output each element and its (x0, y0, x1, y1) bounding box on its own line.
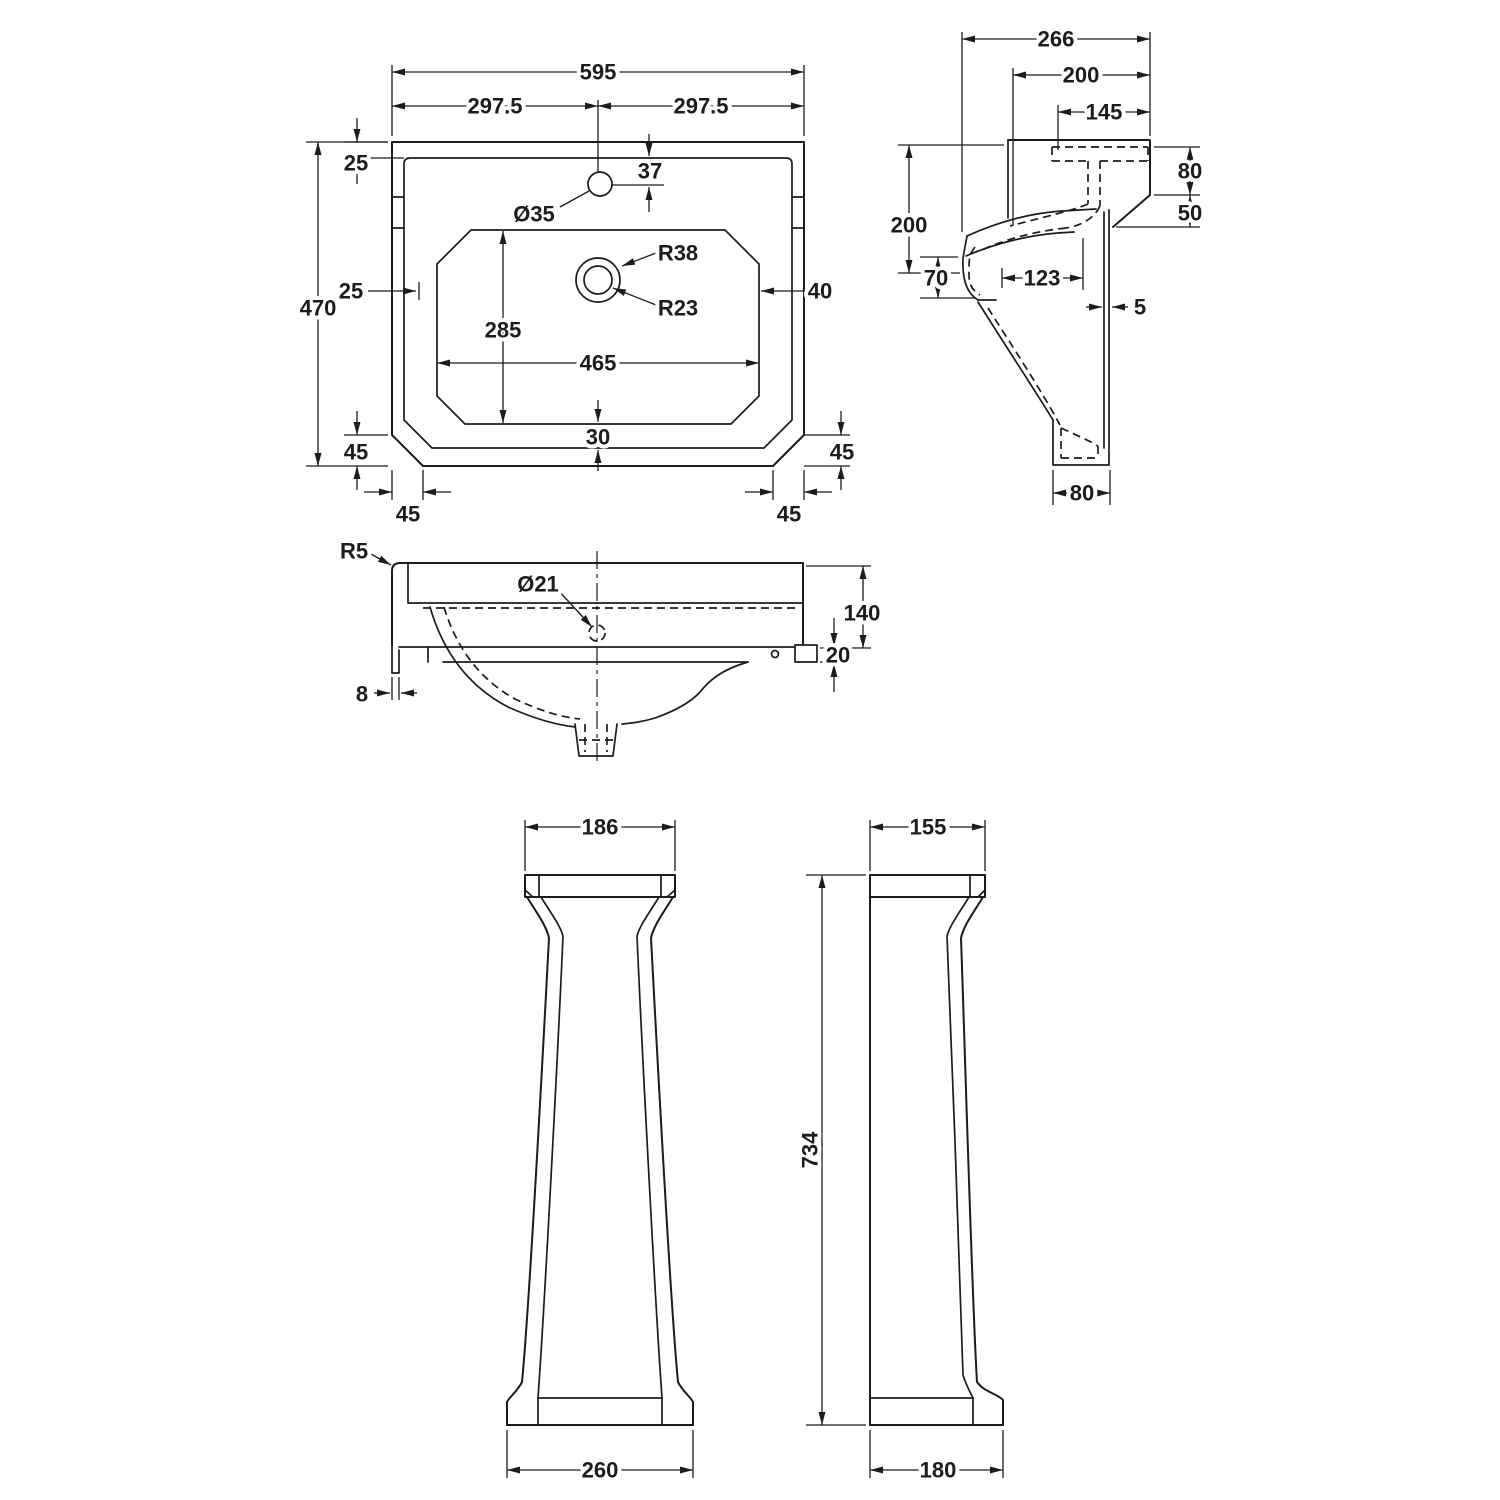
dim-depth-to-front: 200 (1063, 63, 1100, 88)
side-lip-hidden (968, 246, 981, 296)
basin-front-section-view: R5 Ø21 140 20 8 (336, 535, 884, 764)
dim-overall-width: 595 (580, 60, 617, 85)
basin-side-section-view: 266 200 145 80 50 200 70 123 5 (887, 23, 1207, 510)
overflow-hole (588, 624, 606, 642)
pedestal-front-view: 186 260 (506, 811, 694, 1487)
plan-outer-outline (391, 141, 805, 467)
side-bowl-curve (977, 301, 1054, 421)
dim-ledge-right: 40 (808, 279, 832, 304)
plan-bowl-outline (436, 229, 760, 425)
fixing-hole (770, 649, 780, 659)
side-deck-hidden (981, 146, 1149, 251)
dim-chamfer-right-width: 45 (777, 502, 801, 527)
dim-rim-top: 25 (344, 151, 368, 176)
dim-side-overall-depth: 266 (1038, 27, 1075, 52)
dim-wall-gap: 5 (1134, 295, 1146, 320)
pedestal-side-view: 155 734 180 (794, 811, 1004, 1487)
dim-front-height: 200 (891, 213, 928, 238)
front-bowl-cut (429, 606, 576, 728)
dim-pedestal-side-base-width: 180 (920, 1458, 957, 1483)
dim-pedestal-top-width: 186 (582, 815, 619, 840)
pedestal-front-right-profile (650, 896, 694, 1426)
dim-lip-height: 70 (924, 266, 948, 291)
side-back-wall (1103, 209, 1110, 466)
dim-taphole-offset: 37 (638, 159, 662, 184)
dim-overall-depth: 470 (300, 296, 337, 321)
pedestal-side-cap (869, 874, 986, 898)
dim-foot-width: 80 (1070, 481, 1094, 506)
dim-half-width-left: 297.5 (467, 94, 522, 119)
side-deck-slope (965, 208, 1097, 257)
waste-outer-circle (575, 257, 621, 303)
pedestal-front-left-profile (506, 896, 550, 1426)
dim-chamfer-right-height: 45 (830, 440, 854, 465)
side-top-and-back (1007, 139, 1151, 228)
label-corner-radius: R5 (340, 539, 368, 564)
dim-apron-height: 140 (844, 601, 881, 626)
front-skirt (391, 644, 400, 674)
label-waste-outer: R38 (658, 241, 698, 266)
label-waste-inner: R23 (658, 296, 698, 321)
dim-pedestal-height: 734 (798, 1131, 823, 1168)
plan-rim-ticks (391, 196, 805, 229)
dim-bowl-bottom-gap: 30 (586, 425, 610, 450)
tap-hole (587, 171, 613, 197)
front-drain (574, 723, 618, 757)
dim-ledge-left: 25 (339, 279, 363, 304)
label-overflow-diameter: Ø21 (517, 572, 559, 597)
pedestal-side-right-profile (960, 896, 1004, 1426)
dim-pedestal-base-width: 260 (582, 1458, 619, 1483)
front-outer-outline (391, 562, 804, 646)
dim-chamfer-left-width: 45 (396, 502, 420, 527)
dim-half-width-right: 297.5 (673, 94, 728, 119)
label-taphole-diameter: Ø35 (513, 202, 555, 227)
basin-plan-view: 595 297.5 297.5 25 470 37 Ø35 R38 R23 25 (296, 56, 859, 531)
front-bowl-hidden (443, 606, 581, 720)
dim-lip-depth: 123 (1024, 266, 1061, 291)
dim-bowl-depth: 285 (485, 318, 522, 343)
front-right-foot (794, 644, 818, 663)
dim-skirt-thickness: 8 (356, 682, 368, 707)
waste-inner-circle (583, 265, 613, 295)
pedestal-front-cap (524, 874, 676, 898)
dim-bowl-width: 465 (580, 351, 617, 376)
dim-chamfer-left-height: 45 (344, 440, 368, 465)
side-foot (1052, 419, 1110, 466)
front-underside-curve (621, 661, 749, 725)
dim-lip-height-front: 20 (826, 643, 850, 668)
dim-depth-to-overflow: 145 (1086, 100, 1123, 125)
dim-back-top-height: 80 (1178, 159, 1202, 184)
dim-pedestal-side-top-width: 155 (910, 815, 947, 840)
dim-apron-drop: 50 (1178, 201, 1202, 226)
front-deck-line (407, 562, 804, 604)
side-foot-hidden (1060, 427, 1099, 459)
side-bowl-hidden (987, 307, 1061, 426)
plan-inner-rim (403, 157, 793, 449)
side-front-lip (962, 235, 997, 301)
